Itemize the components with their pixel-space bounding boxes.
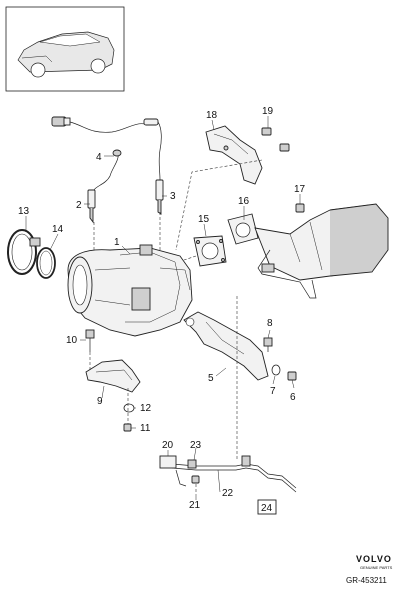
bolt-10 [85, 329, 95, 352]
vehicle-thumbnail [5, 6, 125, 92]
callout-24: 24 [261, 503, 273, 514]
callout-1: 1 [114, 237, 120, 248]
callout-21: 21 [189, 500, 201, 511]
callout-24-box [257, 499, 277, 515]
leader-lines [89, 159, 263, 494]
callout-9: 9 [97, 396, 103, 407]
reference-number: GR-453211 [346, 576, 387, 585]
callout-4: 4 [96, 152, 102, 163]
callout-22: 22 [222, 488, 234, 499]
callout-23: 23 [190, 440, 202, 451]
washer-7 [271, 364, 281, 376]
callout-15: 15 [198, 214, 210, 225]
volvo-wordmark: VOLVO [356, 554, 392, 564]
gasket-15 [193, 235, 227, 267]
genuine-parts-tagline: GENUINE PARTS [360, 565, 393, 570]
bracket-5 [183, 311, 269, 381]
callout-leaders [25, 116, 301, 500]
oxygen-sensor-2 [87, 189, 96, 224]
callout-16: 16 [238, 196, 250, 207]
oxygen-sensor-3 [155, 179, 164, 215]
nut-6 [287, 371, 297, 381]
oxygen-sensor-upper [51, 116, 162, 191]
catalytic-converter-1 [67, 244, 193, 337]
callout-18: 18 [206, 110, 218, 121]
callout-13: 13 [18, 206, 30, 217]
callout-11: 11 [140, 423, 151, 434]
washer-12 [123, 403, 135, 413]
callout-12: 12 [140, 403, 152, 414]
particulate-filter-16 [227, 203, 389, 299]
bracket-9 [85, 359, 141, 393]
heat-shield-18 [205, 125, 263, 185]
nut-19 [261, 127, 290, 152]
callout-7: 7 [270, 386, 276, 397]
callout-5: 5 [208, 373, 214, 384]
callout-3: 3 [170, 191, 176, 202]
volvo-logo: VOLVO GENUINE PARTS [356, 554, 393, 570]
callout-2: 2 [76, 200, 82, 211]
nut-11 [123, 423, 132, 432]
callout-20: 20 [162, 440, 174, 451]
clamp-13 [7, 229, 41, 275]
gasket-14 [36, 247, 56, 279]
callout-19: 19 [262, 106, 274, 117]
callout-17: 17 [294, 184, 306, 195]
callout-14: 14 [52, 224, 64, 235]
callout-10: 10 [66, 335, 78, 346]
callout-6: 6 [290, 392, 296, 403]
nut-17 [295, 203, 305, 213]
callout-8: 8 [267, 318, 273, 329]
pipe-assembly-22 [159, 455, 297, 493]
bolt-8 [263, 337, 273, 352]
callout-labels: 1 2 3 4 5 6 7 8 9 10 11 12 13 14 15 16 1… [18, 106, 306, 515]
